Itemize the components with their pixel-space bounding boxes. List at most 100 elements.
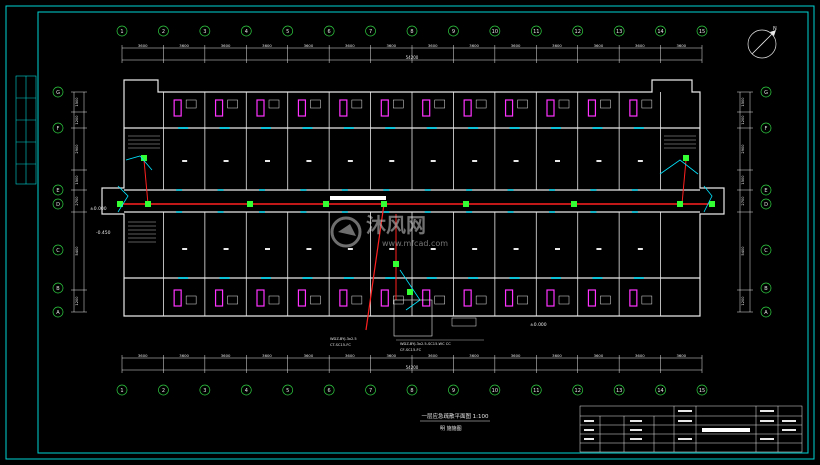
room-tag bbox=[223, 160, 229, 162]
emergency-light-icon bbox=[463, 201, 469, 207]
overall-dimension-text: 54200 bbox=[406, 55, 419, 60]
bath-fixture-bottom bbox=[256, 289, 265, 307]
grid-label: F bbox=[57, 126, 60, 132]
grid-bubble bbox=[158, 384, 169, 396]
room-tag bbox=[472, 248, 478, 250]
bath-fixture-top bbox=[422, 99, 431, 117]
grid-label: A bbox=[56, 310, 60, 316]
grid-label: 14 bbox=[657, 388, 663, 394]
bath-fixture-top bbox=[380, 99, 389, 117]
dimension-text: 3600 bbox=[635, 43, 645, 48]
emergency-light-icon bbox=[323, 201, 329, 207]
dimension-text: 3600 bbox=[511, 353, 521, 358]
overall-dimension-text: 54200 bbox=[406, 365, 419, 370]
emergency-light-icon bbox=[117, 201, 123, 207]
bath-fixture-top bbox=[504, 99, 514, 117]
row-dimension-text: 5400 bbox=[741, 246, 745, 256]
room-tag bbox=[430, 248, 436, 250]
grid-bubble bbox=[52, 198, 64, 210]
bathroom-fixtures bbox=[173, 99, 653, 307]
emergency-light-icon bbox=[677, 201, 683, 207]
grid-label: B bbox=[56, 286, 60, 292]
grid-bubble bbox=[158, 25, 169, 37]
dimension-text: 3600 bbox=[345, 353, 355, 358]
grid-label: 9 bbox=[452, 388, 455, 394]
grid-bubble bbox=[572, 25, 584, 37]
grid-label: 12 bbox=[575, 29, 581, 35]
room-tag bbox=[430, 160, 436, 162]
binding-strip bbox=[15, 75, 37, 185]
dimension-text: 3600 bbox=[594, 353, 604, 358]
dimension-text: 3600 bbox=[221, 353, 231, 358]
room-tag bbox=[555, 248, 560, 250]
grid-bubble bbox=[52, 122, 64, 134]
grid-bubble bbox=[613, 384, 625, 396]
grid-label: 12 bbox=[575, 388, 581, 394]
grid-bubble bbox=[448, 25, 459, 37]
riser-label-2: CT-SC15-FC bbox=[330, 343, 351, 347]
dimension-text: 3600 bbox=[635, 353, 645, 358]
stair-circuit-line bbox=[143, 159, 149, 205]
grid-label: 7 bbox=[369, 29, 372, 35]
dimension-text: 3600 bbox=[304, 353, 314, 358]
grid-bubble bbox=[365, 25, 376, 37]
dimension-text: 3600 bbox=[262, 43, 272, 48]
grid-bubble bbox=[323, 384, 335, 396]
grid-label: F bbox=[765, 126, 768, 132]
dimension-lines: 3600 3600 3600 3600 3600 3600 3600 3600 3600 3600… bbox=[71, 43, 753, 373]
row-dimension-text: 2900 bbox=[741, 144, 745, 154]
grid-label: C bbox=[56, 248, 60, 254]
dimension-text: 3600 bbox=[386, 353, 396, 358]
riser-circuit-line bbox=[365, 203, 385, 331]
row-dimension-text: 2900 bbox=[75, 144, 79, 154]
grid-bubble bbox=[406, 384, 418, 396]
dimension-text: 3600 bbox=[428, 353, 438, 358]
grid-bubble bbox=[406, 25, 418, 37]
grid-bubble bbox=[489, 384, 501, 396]
room-tag bbox=[555, 160, 560, 162]
drawing-title: 一层应急疏散平面图 1:100 bbox=[421, 412, 489, 420]
room-tag bbox=[306, 248, 312, 250]
exit-sign-bar bbox=[330, 196, 386, 200]
grid-bubble bbox=[116, 384, 128, 396]
north-arrow: N bbox=[747, 26, 777, 59]
inner-frame bbox=[37, 11, 809, 454]
dimension-text: 3600 bbox=[469, 353, 479, 358]
grid-label: A bbox=[764, 310, 768, 316]
emergency-light-icon bbox=[683, 155, 689, 161]
room-tag bbox=[596, 248, 602, 250]
emergency-light-icon bbox=[145, 201, 151, 207]
grid-label: 15 bbox=[699, 388, 705, 394]
dimension-text: 3600 bbox=[262, 353, 272, 358]
row-dimension-text: 1200 bbox=[741, 115, 745, 125]
grid-bubble bbox=[282, 384, 294, 396]
dimension-text: 3600 bbox=[552, 353, 562, 358]
grid-bubble bbox=[199, 25, 211, 37]
grid-bubble bbox=[760, 282, 772, 294]
north-label: N bbox=[773, 26, 777, 32]
dimension-text: 3600 bbox=[179, 43, 189, 48]
title-block bbox=[579, 405, 803, 453]
dimension-text: 3600 bbox=[386, 43, 396, 48]
grid-label: 11 bbox=[533, 388, 539, 394]
grid-label: 2 bbox=[162, 29, 165, 35]
emergency-light-icon bbox=[709, 201, 715, 207]
cyan-wiring bbox=[117, 155, 713, 311]
grid-bubble bbox=[760, 306, 772, 318]
row-dimension-text: 5400 bbox=[75, 246, 79, 256]
grid-bubble bbox=[199, 384, 211, 396]
room-tag bbox=[182, 248, 188, 250]
bath-fixture-top bbox=[214, 99, 224, 117]
row-dimension-text: 1200 bbox=[75, 296, 79, 306]
grid-bubble bbox=[655, 384, 666, 396]
annotation-box bbox=[451, 317, 477, 327]
dimension-text: 3600 bbox=[138, 43, 148, 48]
grid-bubble bbox=[323, 25, 335, 37]
grid-label: E bbox=[764, 188, 767, 194]
room-tag bbox=[596, 160, 602, 162]
dimension-text: 3600 bbox=[428, 43, 438, 48]
bath-fixture-bottom bbox=[297, 289, 307, 307]
bath-fixture-bottom bbox=[629, 289, 638, 307]
